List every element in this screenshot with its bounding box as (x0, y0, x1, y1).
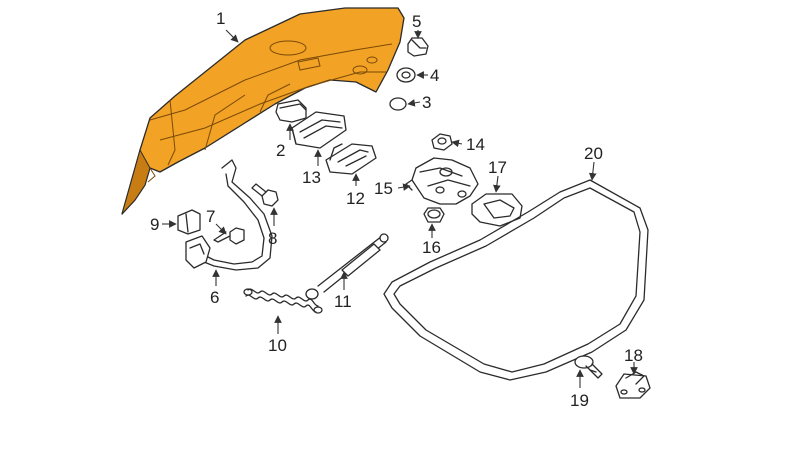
callout-16: 16 (422, 238, 441, 257)
callout-20: 20 (584, 144, 603, 163)
part-11-gas-strut[interactable] (305, 233, 389, 300)
part-5-cap[interactable] (407, 37, 429, 57)
callout-4: 4 (430, 66, 439, 85)
leader-14 (451, 139, 463, 148)
callout-9: 9 (150, 215, 159, 234)
part-4-nut[interactable] (396, 67, 416, 83)
part-6-hinge[interactable] (185, 159, 273, 271)
leader-3 (407, 99, 421, 107)
callout-15: 15 (374, 179, 393, 198)
callout-labels: 1 2 3 4 5 6 7 8 9 10 11 12 13 14 15 16 1… (150, 9, 643, 410)
callout-19: 19 (570, 391, 589, 410)
callout-13: 13 (302, 168, 321, 187)
callout-17: 17 (488, 158, 507, 177)
part-13-release-switch[interactable] (291, 111, 347, 149)
callout-6: 6 (210, 288, 219, 307)
part-12-lamp-housing[interactable] (325, 143, 377, 175)
part-19-clip[interactable] (574, 355, 603, 379)
callout-10: 10 (268, 336, 287, 355)
part-18-striker-plate[interactable] (615, 371, 651, 399)
callout-1: 1 (216, 9, 225, 28)
part-7-bolt[interactable] (213, 227, 245, 245)
leader-15 (397, 183, 411, 191)
callout-2: 2 (276, 141, 285, 160)
leader-lines (162, 29, 638, 388)
callout-12: 12 (346, 189, 365, 208)
part-14-nut[interactable] (431, 133, 453, 151)
part-20-weatherstrip[interactable] (383, 179, 649, 381)
part-17-striker[interactable] (471, 193, 523, 227)
part-3-washer[interactable] (389, 97, 407, 111)
leader-20 (588, 161, 597, 181)
callout-3: 3 (422, 93, 431, 112)
part-16-grommet[interactable] (423, 207, 445, 223)
part-15-lock-assembly[interactable] (405, 157, 479, 205)
callout-11: 11 (334, 292, 352, 311)
leader-7 (215, 223, 227, 235)
callout-7: 7 (206, 207, 215, 226)
part-9-bumper-block[interactable] (177, 209, 201, 235)
part-2-bumper[interactable] (275, 99, 307, 123)
callout-18: 18 (624, 346, 643, 365)
callout-14: 14 (466, 135, 485, 154)
part-10-spring[interactable] (243, 288, 323, 314)
part-8-bolt[interactable] (251, 183, 279, 207)
callout-5: 5 (412, 12, 421, 31)
leader-17 (493, 175, 501, 193)
leader-1 (225, 29, 239, 43)
callout-8: 8 (268, 229, 277, 248)
part-1-trunk-lid[interactable] (121, 7, 405, 215)
